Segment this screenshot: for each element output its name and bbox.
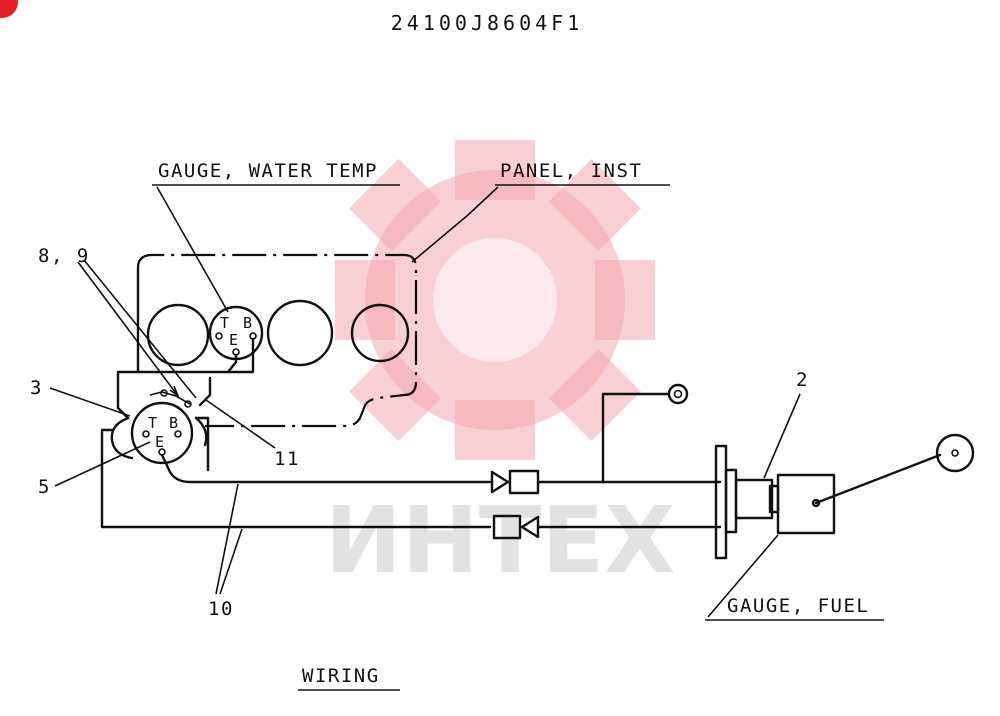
leader-10-b — [219, 528, 243, 595]
fg-terminal-t: T — [148, 414, 157, 432]
leader-gauge-water-temp — [156, 186, 229, 313]
leader-gauge-fuel — [707, 534, 779, 618]
wire-water-temp-b — [116, 337, 255, 420]
leader-8-9-a — [77, 261, 179, 397]
fg-terminal-e: E — [155, 433, 164, 451]
leader-11 — [205, 399, 276, 449]
ground-terminal-icon — [667, 383, 689, 405]
label-gauge-water-temp: GAUGE, WATER TEMP — [158, 160, 378, 182]
wire-bracket — [198, 376, 212, 407]
label-wiring: WIRING — [302, 665, 380, 687]
panel-gauge-left — [146, 303, 210, 367]
leader-panel-inst — [411, 186, 499, 263]
callout-10: 10 — [208, 598, 234, 620]
arrow-8-9-a — [169, 385, 180, 399]
leader-2 — [763, 393, 801, 479]
wire-upper-harness — [160, 453, 492, 484]
wire-lower-harness — [100, 428, 492, 529]
label-gauge-fuel: GAUGE, FUEL — [727, 595, 869, 617]
leader-5 — [54, 441, 151, 487]
wt-terminal-t: T — [220, 314, 229, 332]
callout-8-9: 8, 9 — [38, 245, 90, 267]
leader-10-a — [215, 483, 239, 595]
fuel-sender-unit — [714, 433, 975, 560]
wire-ground-branch — [601, 392, 670, 484]
watermark-gear-icon — [335, 140, 655, 460]
wire-gauge-drop — [194, 416, 210, 472]
callout-2: 2 — [796, 369, 809, 391]
corner-badge — [0, 0, 18, 18]
panel-fuel-gauge: T B E — [110, 389, 208, 465]
callout-11: 11 — [274, 448, 300, 470]
part-number: 24100J8604F1 — [391, 11, 584, 35]
panel-outline — [136, 253, 418, 428]
panel-gauge-right — [350, 303, 410, 363]
callout-3: 3 — [30, 377, 43, 399]
label-panel-inst: PANEL, INST — [500, 160, 642, 182]
wire-water-temp-e — [226, 353, 238, 374]
wt-terminal-b: B — [243, 314, 252, 332]
watermark-text: ИНТЕХ — [325, 487, 676, 594]
ground-terminal-core — [673, 389, 683, 399]
panel-gauge-center — [266, 299, 334, 367]
callout-5: 5 — [38, 476, 51, 498]
wt-terminal-e: E — [229, 331, 238, 349]
leader-3 — [49, 387, 131, 417]
leader-8-9-b — [83, 259, 197, 399]
fg-terminal-b: B — [169, 414, 178, 432]
